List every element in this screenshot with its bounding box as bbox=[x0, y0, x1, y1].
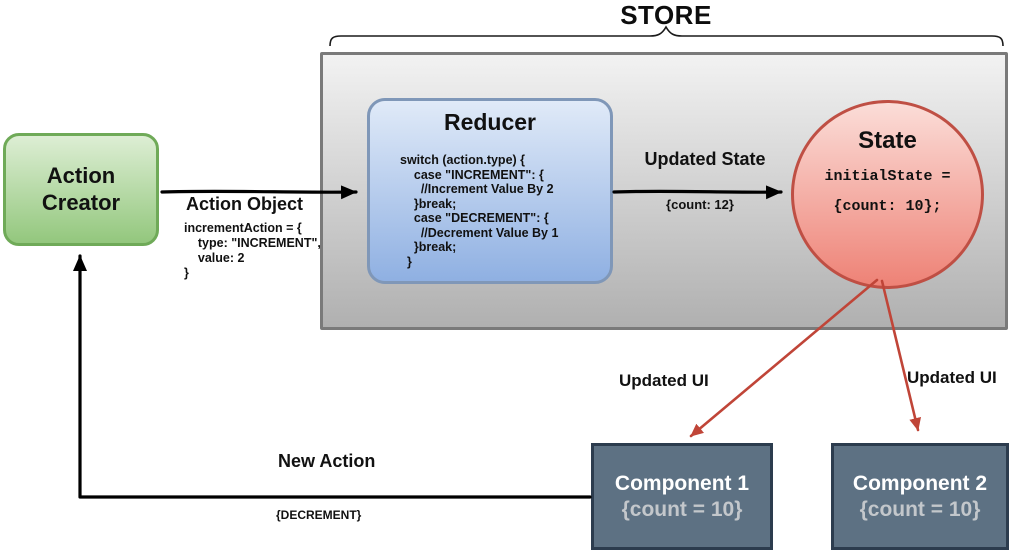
reducer-node: Reducer switch (action.type) { case "INC… bbox=[367, 98, 613, 284]
reducer-code: switch (action.type) { case "INCREMENT":… bbox=[400, 153, 559, 269]
store-title: STORE bbox=[620, 0, 712, 30]
action-object-code: incrementAction = { type: "INCREMENT", v… bbox=[184, 221, 321, 280]
state-title: State bbox=[858, 127, 917, 154]
action-creator-node: Action Creator bbox=[3, 133, 159, 246]
component-2-node: Component 2 {count = 10} bbox=[831, 443, 1009, 550]
new-action-label: New Action bbox=[278, 451, 376, 471]
component-1-value: {count = 10} bbox=[621, 497, 743, 521]
updated-state-label: Updated State bbox=[644, 149, 766, 169]
new-action-value: {DECREMENT} bbox=[276, 508, 362, 522]
action-creator-label: Action Creator bbox=[41, 162, 121, 215]
state-node: State initialState = {count: 10}; bbox=[791, 100, 984, 289]
action-object-label: Action Object bbox=[186, 194, 304, 214]
component-1-node: Component 1 {count = 10} bbox=[591, 443, 773, 550]
state-code-line1: initialState = bbox=[824, 168, 951, 185]
updated-state-value: {count: 12} bbox=[666, 197, 734, 212]
updated-ui-right-label: Updated UI bbox=[907, 368, 997, 387]
state-code-line2: {count: 10}; bbox=[833, 198, 942, 215]
component-1-title: Component 1 bbox=[614, 472, 750, 496]
component-2-title: Component 2 bbox=[852, 472, 988, 496]
component-2-value: {count = 10} bbox=[859, 497, 981, 521]
updated-ui-left-label: Updated UI bbox=[619, 371, 709, 390]
reducer-title: Reducer bbox=[443, 109, 537, 135]
